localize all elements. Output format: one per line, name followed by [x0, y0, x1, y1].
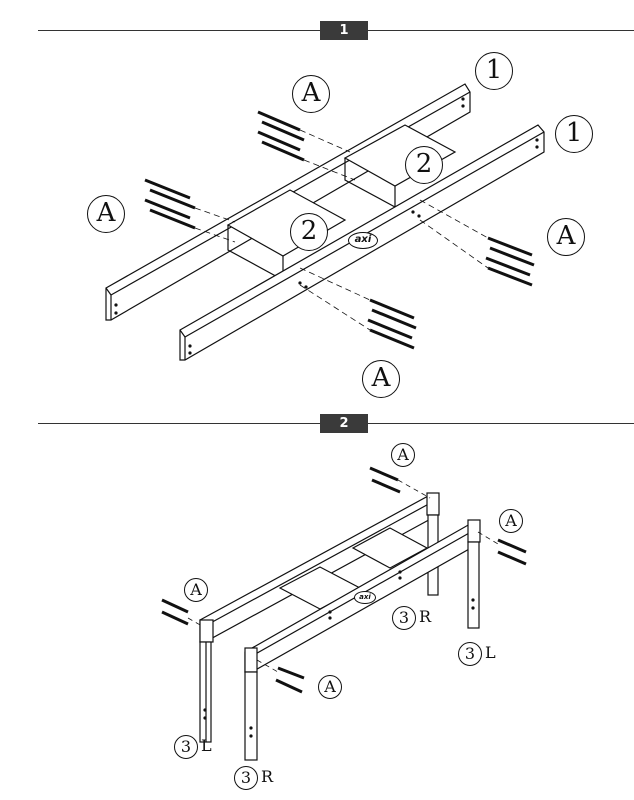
step-2-rule-left	[38, 423, 320, 424]
callout-part-3-back-right: 3	[392, 606, 416, 630]
callout-screw-a-back: A	[391, 443, 415, 467]
screws-top	[257, 110, 305, 162]
step-1-badge: 1	[320, 21, 368, 40]
side-label-l-front: L	[485, 643, 496, 662]
back-leg-left	[199, 641, 212, 743]
side-label-r-front: R	[261, 767, 274, 786]
callout-part-3-back-left: 3	[174, 735, 198, 759]
screws-left	[144, 178, 196, 230]
callout-screw-a-right: A	[547, 218, 585, 256]
brand-logo-step-1: axi	[348, 232, 378, 249]
callout-part-2-left: 2	[290, 213, 328, 251]
brand-logo-step-2: axi	[354, 591, 376, 604]
step-2-screws	[161, 466, 527, 694]
side-label-l-back: L	[201, 736, 212, 755]
step-1-rule-right	[368, 30, 634, 31]
callout-screw-a-top: A	[292, 75, 330, 113]
callout-screw-a-back-right: A	[499, 509, 523, 533]
callout-part-1-back: 1	[475, 52, 513, 90]
step-2-illustration	[161, 466, 527, 761]
step-2-guides	[187, 479, 499, 673]
side-label-r-back: R	[419, 607, 432, 626]
callout-screw-a-bottom: A	[362, 360, 400, 398]
front-leg-left	[244, 671, 258, 761]
step-2-badge: 2	[320, 414, 368, 433]
callout-part-1-front: 1	[555, 115, 593, 153]
screws-bottom	[367, 298, 417, 350]
step-2-rule-right	[368, 423, 634, 424]
front-leg-right	[467, 541, 480, 629]
callout-screw-a-front: A	[318, 675, 342, 699]
callout-part-2-right: 2	[405, 146, 443, 184]
callout-part-3-front-left: 3	[234, 766, 258, 790]
step-1-rule-left	[38, 30, 320, 31]
screws-right	[485, 236, 535, 287]
callout-part-3-front-right: 3	[458, 642, 482, 666]
callout-screw-a-front-left: A	[184, 578, 208, 602]
callout-screw-a-left: A	[87, 195, 125, 233]
insertion-guides	[194, 129, 489, 331]
cross-piece-2	[343, 124, 457, 209]
cross-piece-1	[226, 189, 347, 282]
